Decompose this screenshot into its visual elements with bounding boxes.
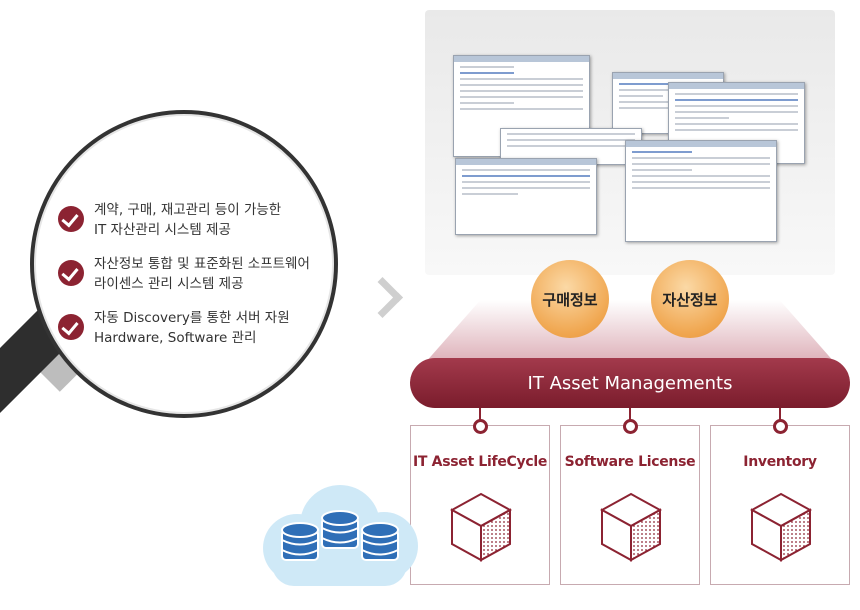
- connector-dot: [623, 419, 638, 434]
- screenshot-thumbnail: [625, 140, 777, 242]
- database-icon: [281, 510, 399, 561]
- module-title: Software License: [564, 454, 696, 470]
- module-title: IT Asset LifeCycle: [412, 454, 548, 470]
- feature-line: IT 자산관리 시스템 제공: [94, 222, 231, 238]
- feature-item: 자동 Discovery를 통한 서버 자원 Hardware, Softwar…: [58, 308, 328, 348]
- connector-dot: [773, 419, 788, 434]
- connector-dot: [473, 419, 488, 434]
- connector-line: [629, 408, 631, 426]
- cube-icon: [600, 492, 662, 562]
- feature-line: 라이센스 관리 시스템 제공: [94, 276, 244, 292]
- magnifier-icon: [30, 110, 338, 418]
- check-icon: [58, 314, 84, 340]
- bubble-purchase-info: 구매정보: [531, 260, 609, 338]
- feature-item: 계약, 구매, 재고관리 등이 가능한 IT 자산관리 시스템 제공: [58, 200, 328, 240]
- module-title: Inventory: [743, 454, 817, 470]
- banner-title: IT Asset Managements: [410, 358, 850, 408]
- feature-item: 자산정보 통합 및 표준화된 소프트웨어 라이센스 관리 시스템 제공: [58, 254, 328, 294]
- module-box: Inventory: [710, 419, 850, 585]
- feature-list: 계약, 구매, 재고관리 등이 가능한 IT 자산관리 시스템 제공 자산정보 …: [58, 200, 328, 362]
- cube-icon: [450, 492, 512, 562]
- check-icon: [58, 260, 84, 286]
- connector-line: [779, 408, 781, 426]
- chevron-right-icon: [361, 276, 404, 319]
- connector-line: [479, 408, 481, 426]
- feature-line: 자산정보 통합 및 표준화된 소프트웨어: [94, 256, 310, 272]
- cube-icon: [750, 492, 812, 562]
- feature-line: 자동 Discovery를 통한 서버 자원: [94, 310, 290, 326]
- screenshot-thumbnail: [455, 158, 597, 235]
- bubble-asset-info: 자산정보: [651, 260, 729, 338]
- feature-line: 계약, 구매, 재고관리 등이 가능한: [94, 202, 282, 218]
- cloud-icon: [263, 485, 418, 586]
- feature-line: Hardware, Software 관리: [94, 330, 257, 346]
- check-icon: [58, 206, 84, 232]
- module-box: IT Asset LifeCycle: [410, 419, 550, 585]
- module-box: Software License: [560, 419, 700, 585]
